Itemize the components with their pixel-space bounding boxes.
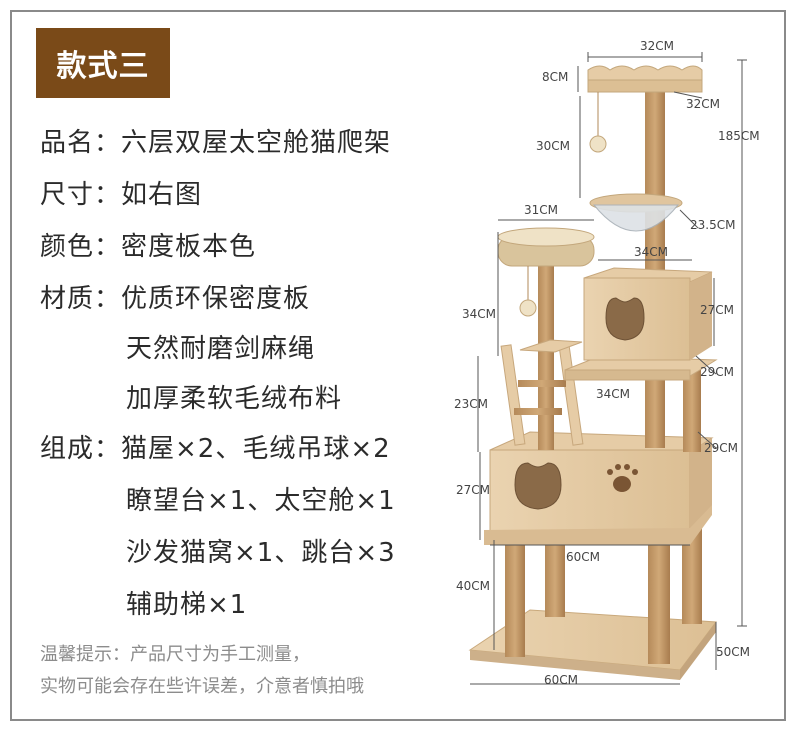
dim-base-house-height: 27CM — [456, 483, 490, 497]
dim-legs-height: 40CM — [456, 579, 490, 593]
sofa-bed — [497, 227, 595, 317]
image-frame — [10, 10, 786, 721]
leg-front-right — [648, 540, 670, 664]
dim-platform-width: 34CM — [596, 387, 630, 401]
dimension-lines — [470, 52, 747, 685]
spec-line-material-2: 天然耐磨剑麻绳 — [126, 334, 316, 364]
main-post — [645, 88, 665, 448]
dim-base-house-width: 60CM — [566, 550, 600, 564]
spec-line-components: 组成：猫屋×2、毛绒吊球×2 — [40, 434, 391, 464]
dim-ladder-height: 23CM — [454, 397, 488, 411]
dim-top-width: 32CM — [640, 39, 674, 53]
mid-post — [683, 368, 701, 452]
top-bed — [587, 65, 703, 153]
lower-cat-house — [484, 431, 714, 545]
dim-top-depth: 32CM — [686, 97, 720, 111]
spec-line-components-2: 瞭望台×1、太空舱×1 — [126, 486, 396, 516]
mid-platform — [519, 339, 718, 381]
spec-line-components-4: 辅助梯×1 — [126, 590, 248, 620]
bed-post — [538, 262, 554, 450]
upper-cat-house — [583, 267, 713, 361]
spec-line-name: 品名：六层双屋太空舱猫爬架 — [40, 128, 392, 158]
leg-back-left — [545, 535, 565, 617]
style-badge: 款式三 — [36, 28, 170, 98]
tip-line-1: 温馨提示：产品尺寸为手工测量， — [40, 644, 310, 665]
dim-base-house-depth: 29CM — [704, 441, 738, 455]
spec-line-material-3: 加厚柔软毛绒布料 — [126, 384, 343, 414]
spec-line-color: 颜色：密度板本色 — [40, 232, 257, 262]
dim-capsule-depth: 23.5CM — [690, 218, 735, 232]
spec-line-size: 尺寸：如右图 — [40, 180, 203, 210]
dim-bed-width: 31CM — [524, 203, 558, 217]
dim-total-height: 185CM — [718, 129, 760, 143]
leg-front-left — [505, 535, 525, 657]
dim-post-30: 30CM — [536, 139, 570, 153]
spec-line-material: 材质：优质环保密度板 — [40, 284, 311, 314]
dim-bed-post: 34CM — [462, 307, 496, 321]
dim-base-width: 60CM — [544, 673, 578, 687]
leg-back-right — [682, 520, 702, 624]
dim-top-height: 8CM — [542, 70, 568, 84]
space-capsule — [589, 193, 683, 232]
dim-base-depth: 50CM — [716, 645, 750, 659]
spec-line-components-3: 沙发猫窝×1、跳台×3 — [126, 538, 396, 568]
dim-house-width: 34CM — [634, 245, 668, 259]
tip-line-2: 实物可能会存在些许误差，介意者慎拍哦 — [40, 676, 364, 697]
dim-platform-depth: 29CM — [700, 365, 734, 379]
dim-house-height: 27CM — [700, 303, 734, 317]
